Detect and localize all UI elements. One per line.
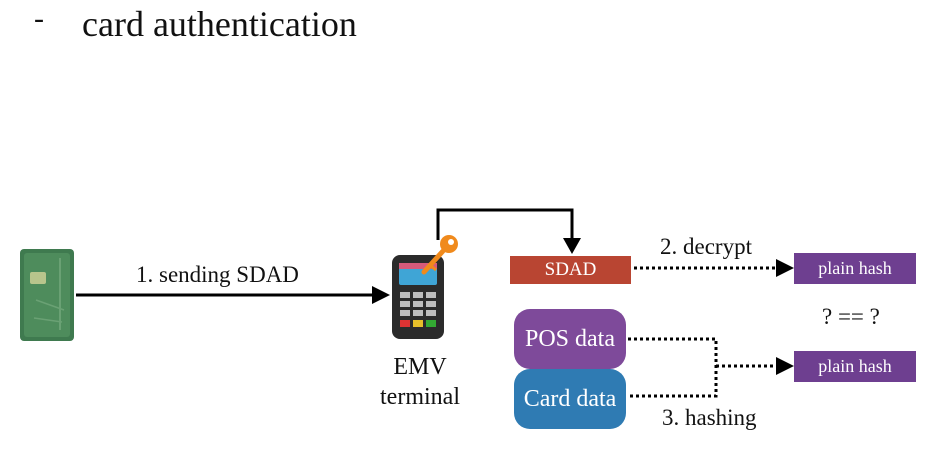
bullet-marker: - [34, 2, 44, 35]
sdad-box: SDAD [510, 256, 631, 284]
terminal-label-line2: terminal [380, 384, 460, 410]
credit-card-icon [20, 249, 74, 341]
terminal-label-line1: EMV [393, 354, 447, 380]
card-data-box: Card data [514, 369, 626, 429]
key-icon [421, 235, 458, 275]
terminal-to-sdad-connector [436, 208, 574, 240]
plain-hash-top: plain hash [794, 253, 916, 284]
terminal-label: EMV terminal [360, 352, 480, 412]
hashing-connector [628, 337, 778, 398]
compare-label: ? == ? [822, 304, 880, 329]
step3-label: 3. hashing [662, 405, 757, 430]
step1-label: 1. sending SDAD [136, 262, 299, 287]
plain-hash-bottom: plain hash [794, 351, 916, 382]
step2-label: 2. decrypt [660, 234, 752, 259]
pos-data-box: POS data [514, 309, 626, 369]
slide-heading: card authentication [82, 4, 357, 44]
pos-terminal-icon [392, 255, 444, 339]
